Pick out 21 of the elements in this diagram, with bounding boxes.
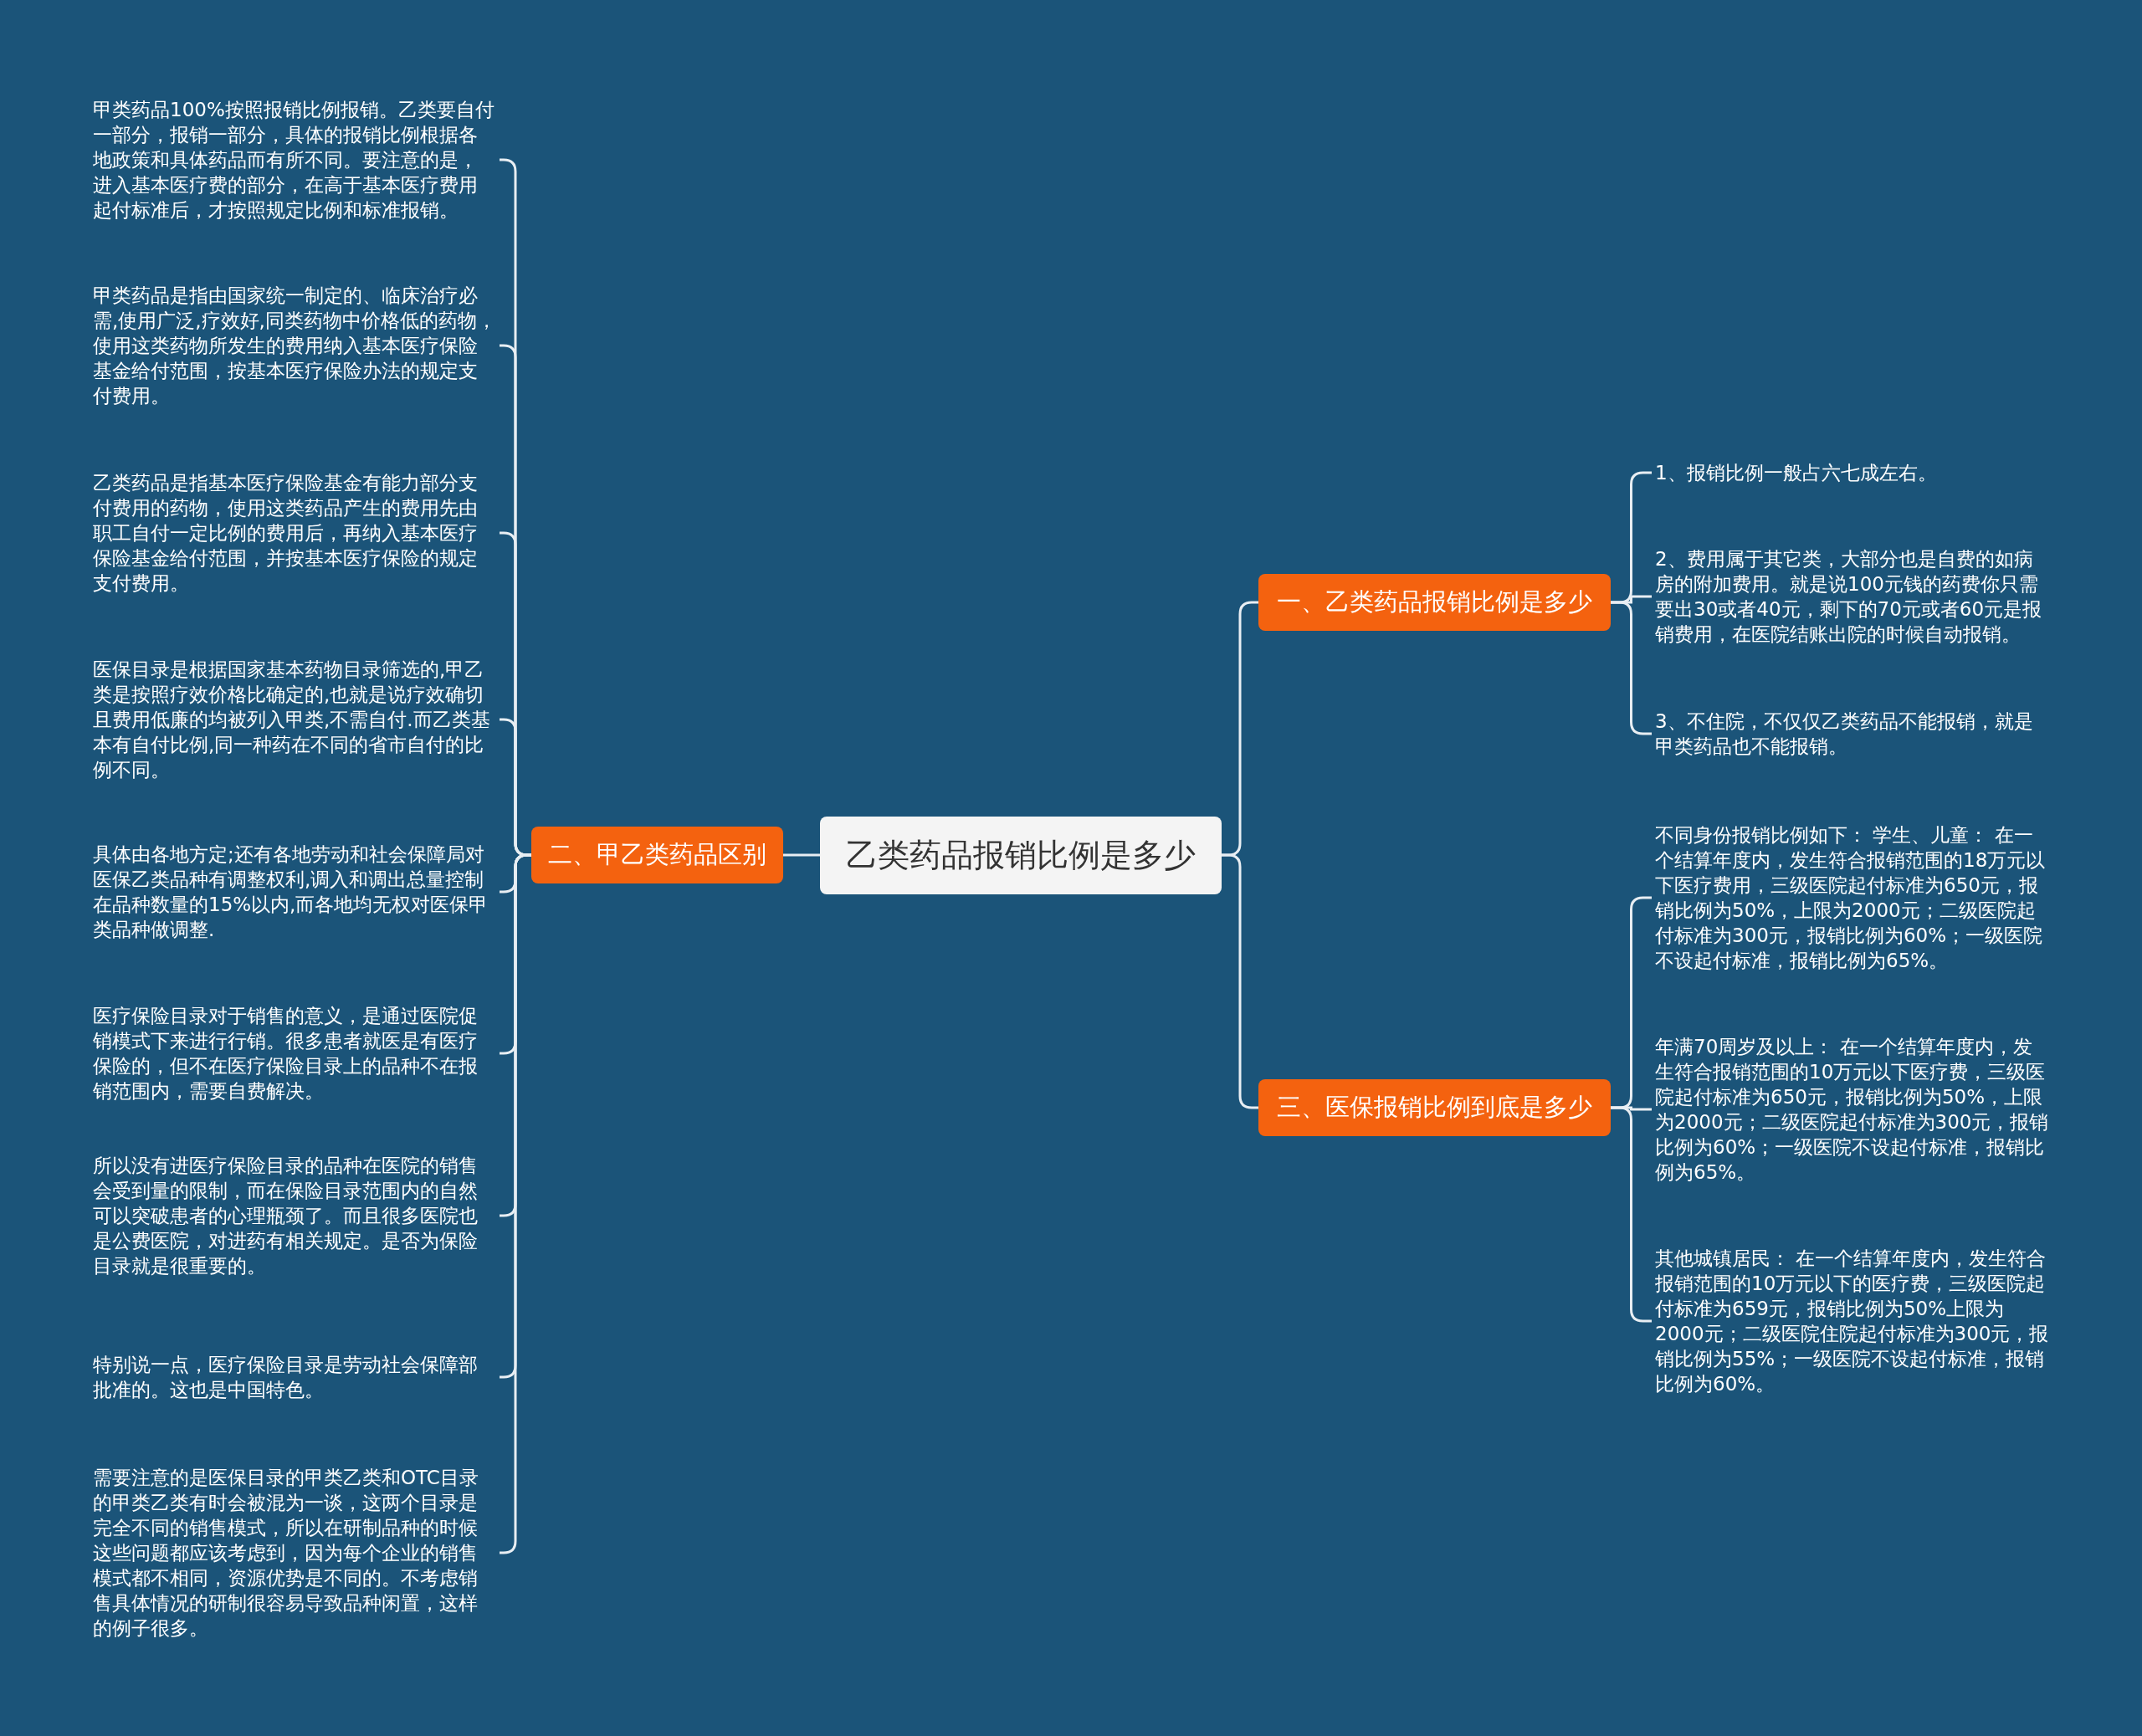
topic-text: 3、不住院，不仅仅乙类药品不能报销，就是甲类药品也不能报销。: [1652, 707, 2053, 760]
topic-text: 乙类药品是指基本医疗保险基金有能力部分支付费用的药物，使用这类药品产生的费用先由职工自付一定比例的费用后，再纳入基本医疗保险基金给付范围，并按基本医疗保险的规定支付费用。: [90, 469, 500, 597]
topic-box: 二、甲乙类药品区别: [531, 827, 783, 883]
topic-text: 特别说一点，医疗保险目录是劳动社会保障部批准的。这也是中国特色。: [90, 1350, 500, 1404]
topic-text: 其他城镇居民： 在一个结算年度内，发生符合报销范围的10万元以下的医疗费，三级医院起付标准为659元，报销比例为50%上限为2000元；二级医院住院起付标准为300元，报销比例为55%；一级医院不设起付标准，报销比例为60%。: [1652, 1244, 2053, 1398]
topic-text: 1、报销比例一般占六七成左右。: [1652, 458, 2053, 487]
topic-text: 不同身份报销比例如下： 学生、儿童： 在一个结算年度内，发生符合报销范围的18万元以下医疗费用，三级医院起付标准为650元，报销比例为50%，上限为2000元；二级医院起付标准为300元，报销比例为60%；一级医院不设起付标准，报销比例为65%。: [1652, 821, 2053, 975]
topic-text: 年满70周岁及以上： 在一个结算年度内，发生符合报销范围的10万元以下医疗费，三级医院起付标准为650元，报销比例为50%，上限为2000元；二级医院起付标准为300元，报销比例为60%；一级医院不设起付标准，报销比例为65%。: [1652, 1032, 2053, 1186]
topic-text: 医疗保险目录对于销售的意义，是通过医院促销模式下来进行行销。很多患者就医是有医疗保险的，但不在医疗保险目录上的品种不在报销范围内，需要自费解决。: [90, 1001, 500, 1105]
connector-line: [1222, 853, 1258, 1109]
connector-line: [783, 853, 820, 857]
topic-text: 甲类药品100%按照报销比例报销。乙类要自付一部分，报销一部分，具体的报销比例根据各地政策和具体药品而有所不同。要注意的是，进入基本医疗费的部分，在高于基本医疗费用起付标准后，才按照规定比例和标准报销。: [90, 95, 500, 224]
topic-text: 医保目录是根据国家基本药物目录筛选的,甲乙类是按照疗效价格比确定的,也就是说疗效确切且费用低廉的均被列入甲类,不需自付.而乙类基本有自付比例,同一种药在不同的省市自付的比例不同。: [90, 655, 500, 784]
topic-box: 三、医保报销比例到底是多少: [1258, 1079, 1611, 1136]
topic-box: 一、乙类药品报销比例是多少: [1258, 574, 1611, 631]
central-topic-box: 乙类药品报销比例是多少: [820, 816, 1222, 894]
topic-text: 甲类药品是指由国家统一制定的、临床治疗必需,使用广泛,疗效好,同类药物中价格低的药物，使用这类药物所发生的费用纳入基本医疗保险基金给付范围，按基本医疗保险办法的规定支付费用。: [90, 281, 500, 410]
topic-text: 具体由各地方定;还有各地劳动和社会保障局对医保乙类品种有调整权利,调入和调出总量控制在品种数量的15%以内,而各地均无权对医保甲类品种做调整.: [90, 840, 500, 944]
topic-text: 2、费用属于其它类，大部分也是自费的如病房的附加费用。就是说100元钱的药费你只需要出30或者40元，剩下的70元或者60元是报销费用，在医院结账出院的时候自动报销。: [1652, 545, 2053, 648]
topic-text: 所以没有进医疗保险目录的品种在医院的销售会受到量的限制，而在保险目录范围内的自然可以突破患者的心理瓶颈了。而且很多医院也是公费医院，对进药有相关规定。是否为保险目录就是很重要的。: [90, 1151, 500, 1280]
topic-text: 需要注意的是医保目录的甲类乙类和OTC目录的甲类乙类有时会被混为一谈，这两个目录是完全不同的销售模式，所以在研制品种的时候这些问题都应该考虑到，因为每个企业的销售模式都不相同，资源优势是不同的。不考虑销售具体情况的研制很容易导致品种闲置，这样的例子很多。: [90, 1463, 500, 1642]
